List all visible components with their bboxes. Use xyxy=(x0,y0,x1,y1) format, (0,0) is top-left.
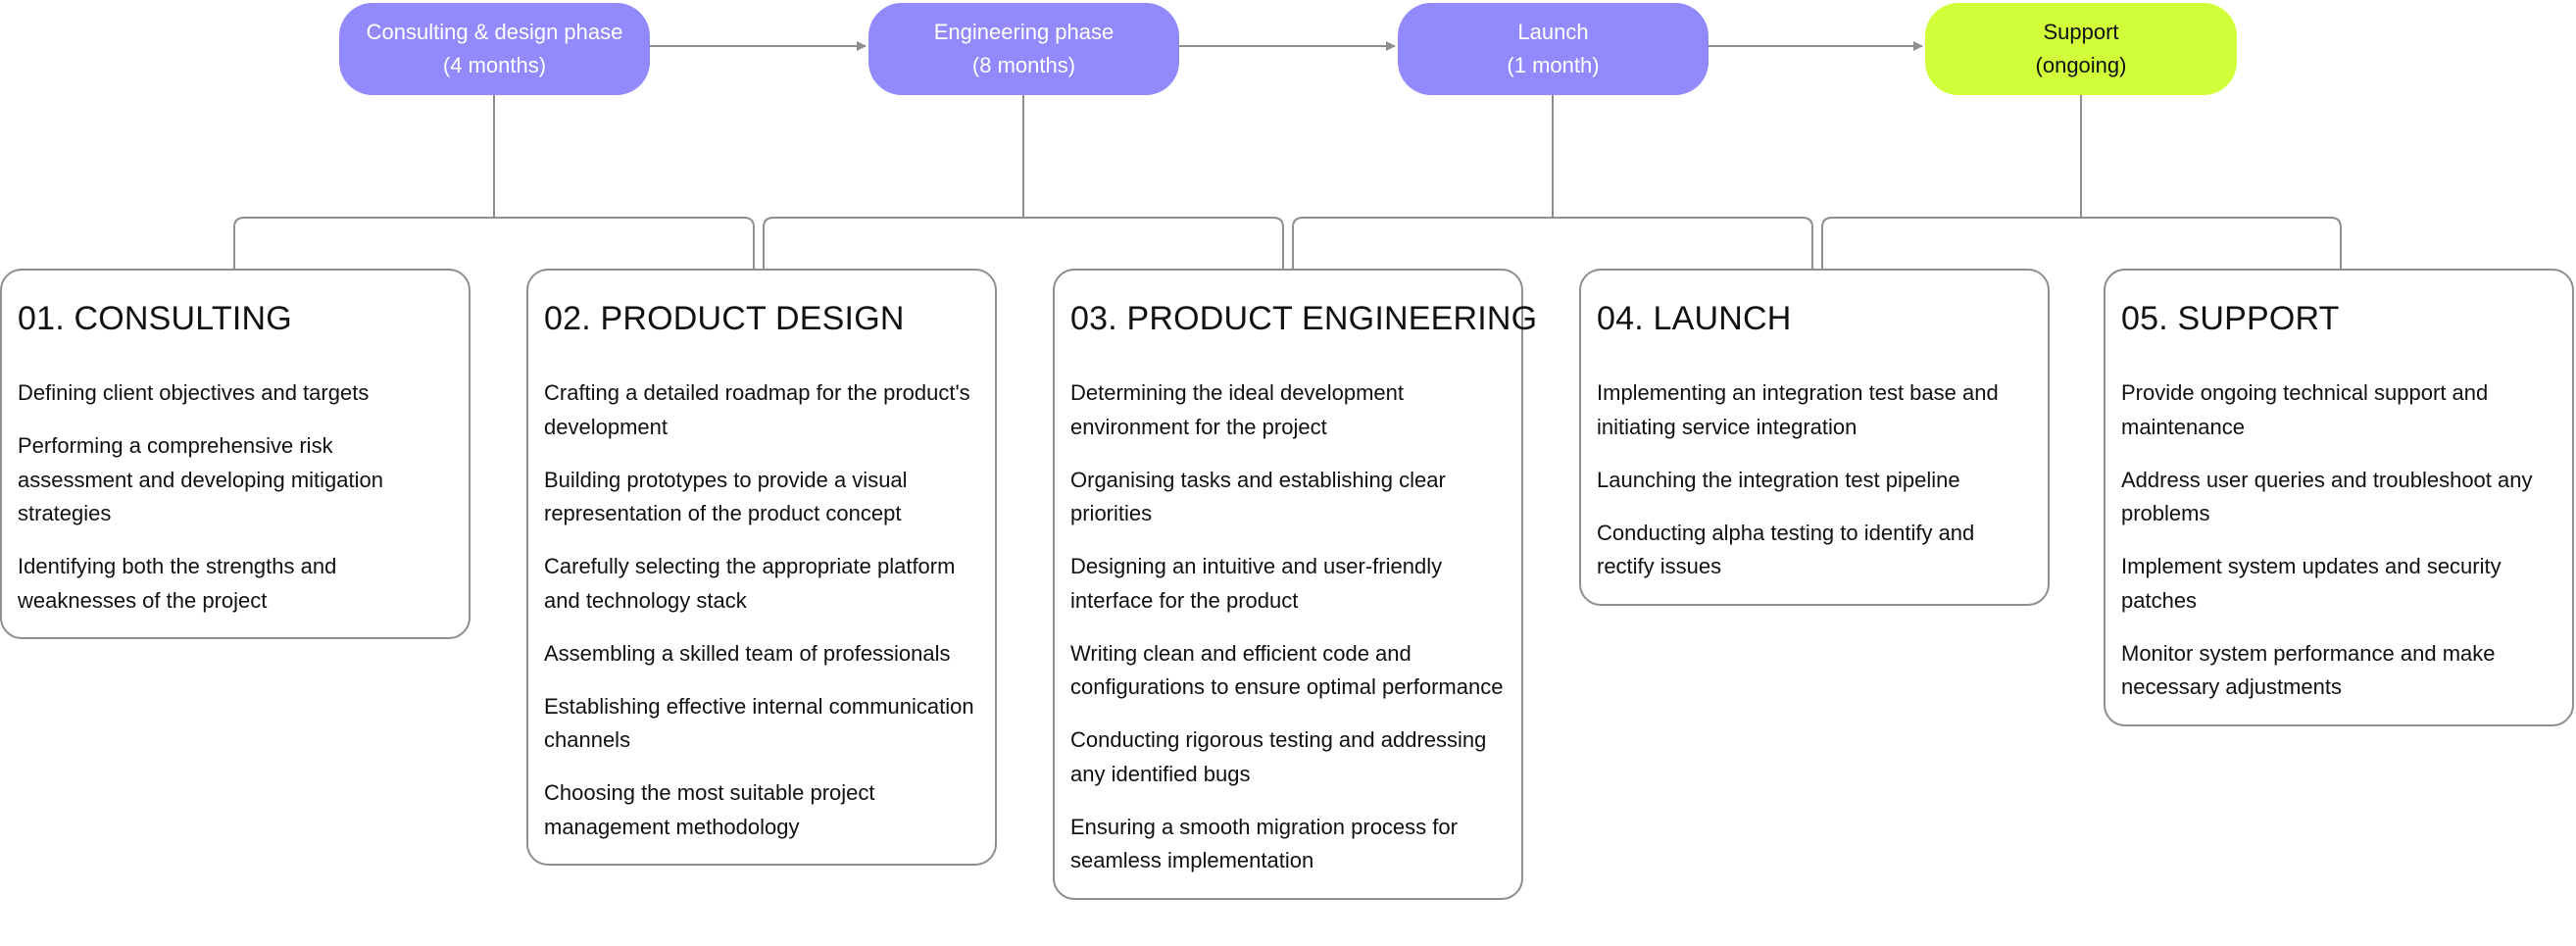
list-item: Choosing the most suitable project manag… xyxy=(544,780,875,839)
bracket-phase-1 xyxy=(233,95,755,269)
list-item: Assembling a skilled team of professiona… xyxy=(544,640,951,666)
card-consulting: 01. CONSULTING Defining client objective… xyxy=(0,269,471,639)
bracket-phase-2 xyxy=(763,95,1284,269)
list-item: Organising tasks and establishing clear … xyxy=(1070,467,1446,526)
card-item-list: Defining client objectives and targets P… xyxy=(18,376,453,618)
list-item: Crafting a detailed roadmap for the prod… xyxy=(544,380,970,439)
list-item: Performing a comprehensive risk assessme… xyxy=(18,433,384,525)
card-title: 04. LAUNCH xyxy=(1597,300,1792,337)
phase-launch: Launch (1 month) xyxy=(1398,3,1709,95)
phase-label: Consulting & design phase xyxy=(366,20,623,44)
phase-support: Support (ongoing) xyxy=(1925,3,2237,95)
list-item: Launching the integration test pipeline xyxy=(1597,467,1960,492)
bracket-phase-4 xyxy=(1821,95,2342,269)
card-item-list: Implementing an integration test base an… xyxy=(1597,376,2032,584)
phase-label: Launch xyxy=(1517,20,1589,44)
bracket-phase-3 xyxy=(1292,95,1813,269)
list-item: Ensuring a smooth migration process for … xyxy=(1070,814,1458,873)
phase-engineering: Engineering phase (8 months) xyxy=(868,3,1179,95)
card-launch: 04. LAUNCH Implementing an integration t… xyxy=(1579,269,2050,606)
list-item: Conducting alpha testing to identify and… xyxy=(1597,520,1975,579)
phase-duration: (1 month) xyxy=(1507,53,1600,77)
list-item: Implementing an integration test base an… xyxy=(1597,380,1999,439)
phase-label: Engineering phase xyxy=(933,20,1115,44)
card-item-list: Crafting a detailed roadmap for the prod… xyxy=(544,376,979,844)
card-title: 03. PRODUCT ENGINEERING xyxy=(1070,300,1538,337)
card-title: 01. CONSULTING xyxy=(18,300,292,337)
list-item: Building prototypes to provide a visual … xyxy=(544,467,908,526)
list-item: Identifying both the strengths and weakn… xyxy=(18,554,337,613)
card-support: 05. SUPPORT Provide ongoing technical su… xyxy=(2104,269,2574,726)
card-product-design: 02. PRODUCT DESIGN Crafting a detailed r… xyxy=(526,269,997,866)
phase-consulting-design: Consulting & design phase (4 months) xyxy=(339,3,650,95)
card-item-list: Provide ongoing technical support and ma… xyxy=(2121,376,2556,705)
list-item: Establishing effective internal communic… xyxy=(544,693,974,753)
list-item: Determining the ideal development enviro… xyxy=(1070,380,1404,439)
list-item: Defining client objectives and targets xyxy=(18,380,370,405)
card-item-list: Determining the ideal development enviro… xyxy=(1070,376,1506,878)
list-item: Designing an intuitive and user-friendly… xyxy=(1070,554,1443,613)
phase-duration: (4 months) xyxy=(442,53,547,77)
card-title: 02. PRODUCT DESIGN xyxy=(544,300,905,337)
list-item: Address user queries and troubleshoot an… xyxy=(2121,467,2533,526)
phase-label: Support xyxy=(2043,20,2119,44)
list-item: Monitor system performance and make nece… xyxy=(2121,640,2496,700)
phase-duration: (8 months) xyxy=(971,53,1076,77)
list-item: Provide ongoing technical support and ma… xyxy=(2121,380,2489,439)
phase-duration: (ongoing) xyxy=(2035,53,2127,77)
card-title: 05. SUPPORT xyxy=(2121,300,2340,337)
list-item: Conducting rigorous testing and addressi… xyxy=(1070,727,1487,786)
card-product-engineering: 03. PRODUCT ENGINEERING Determining the … xyxy=(1053,269,1538,900)
list-item: Carefully selecting the appropriate plat… xyxy=(544,554,956,613)
list-item: Writing clean and efficient code and con… xyxy=(1070,640,1504,700)
list-item: Implement system updates and security pa… xyxy=(2121,554,2502,613)
